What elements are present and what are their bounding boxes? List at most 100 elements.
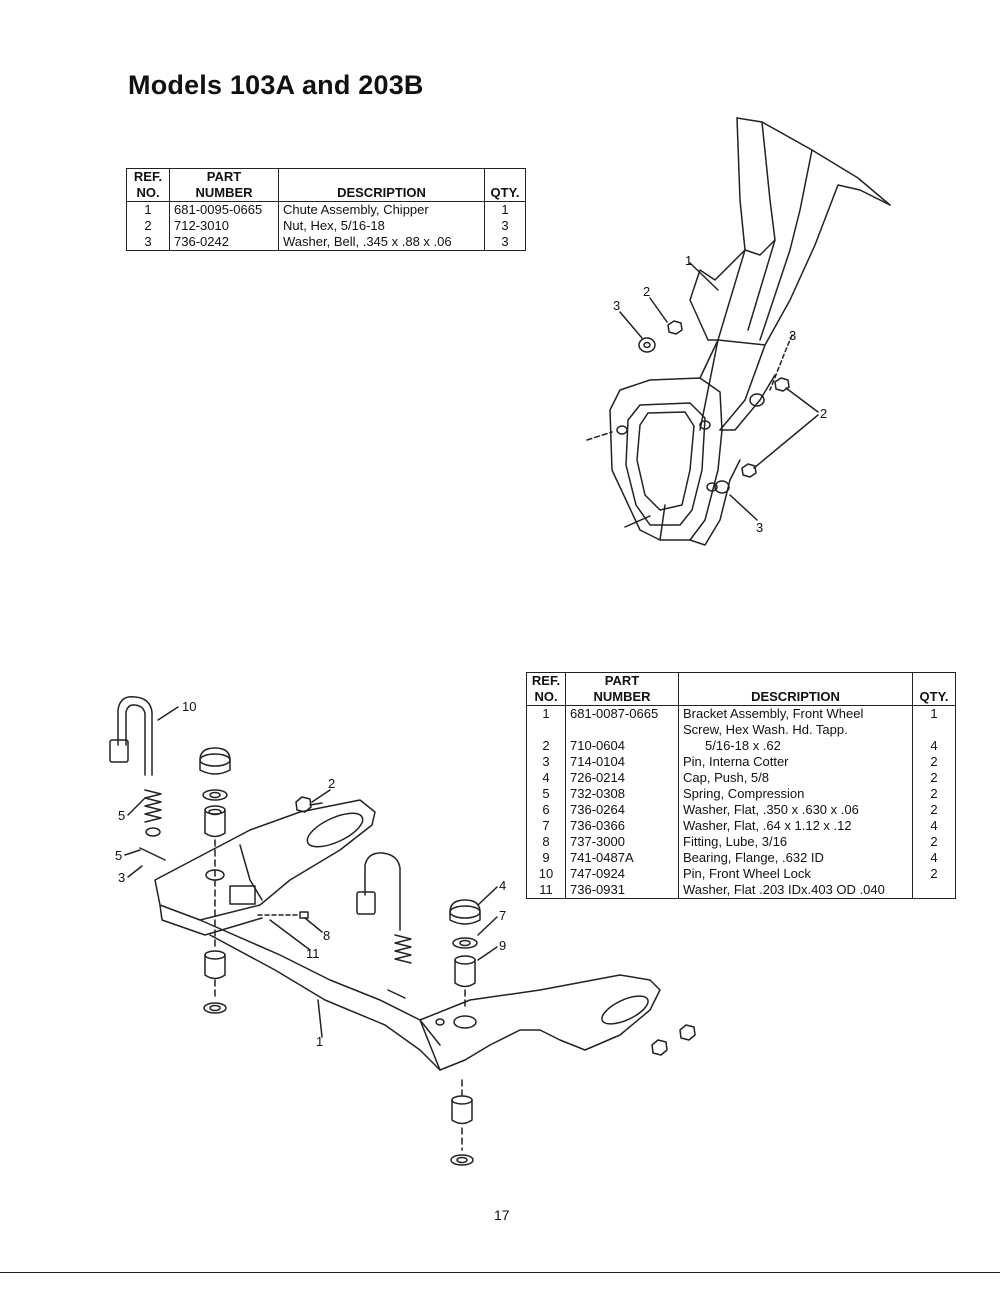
callout-2-nut-right: 2 <box>820 406 827 421</box>
part-number-cell: 736-0366 <box>565 818 679 834</box>
qty-cell: 2 <box>912 770 956 786</box>
description-cell: Screw, Hex Wash. Hd. Tapp.5/16-18 x .62 <box>678 722 913 754</box>
description-cell: Pin, Interna Cotter <box>678 754 913 770</box>
callout-3-cotter: 3 <box>118 870 125 885</box>
description-cell: Cap, Push, 5/8 <box>678 770 913 786</box>
callout-2-screw: 2 <box>328 776 335 791</box>
description-cell: Bearing, Flange, .632 ID <box>678 850 913 866</box>
description-text: Spring, Compression <box>683 786 805 801</box>
qty-cell: 4 <box>912 818 956 834</box>
callout-10-lock-pin: 10 <box>182 699 196 714</box>
part-number-cell: 712-3010 <box>169 218 279 234</box>
qty-cell: 1 <box>912 705 956 722</box>
description-cell: Washer, Flat, .350 x .630 x .06 <box>678 802 913 818</box>
qty-cell <box>912 882 956 899</box>
ref-no-header: REF. NO. <box>526 672 566 706</box>
callout-8-lube-fitting: 8 <box>323 928 330 943</box>
description-text: Pin, Front Wheel Lock <box>683 866 811 881</box>
part-number-cell: 737-3000 <box>565 834 679 850</box>
qty-cell: 1 <box>484 201 526 218</box>
callout-5-spring: 5 <box>118 808 125 823</box>
description-text-continued: 5/16-18 x .62 <box>705 738 781 753</box>
part-number-cell: 747-0924 <box>565 866 679 882</box>
qty-cell: 3 <box>484 234 526 251</box>
callout-1-bracket: 1 <box>316 1034 323 1049</box>
table-row: 1 681-0087-0665 Bracket Assembly, Front Wh… <box>526 705 956 722</box>
description-cell: Washer, Flat .203 IDx.403 OD .040 <box>678 882 913 899</box>
part-number-cell: 736-0931 <box>565 882 679 899</box>
part-number-cell: 741-0487A <box>565 850 679 866</box>
description-text: Washer, Flat, .64 x 1.12 x .12 <box>683 818 852 833</box>
front-wheel-parts-table: REF. NO. PART NUMBER DESCRIPTION QTY. 1 6… <box>526 672 956 899</box>
part-number-cell: 714-0104 <box>565 754 679 770</box>
part-number-header: PART NUMBER <box>565 672 679 706</box>
description-text: Pin, Interna Cotter <box>683 754 789 769</box>
callout-1-chute: 1 <box>685 253 692 268</box>
part-number-cell: 732-0308 <box>565 786 679 802</box>
callout-3-washer-right: 3 <box>789 328 796 343</box>
description-cell: Spring, Compression <box>678 786 913 802</box>
ref-no-cell: 10 <box>526 866 566 882</box>
qty-cell: 2 <box>912 834 956 850</box>
part-number-cell: 710-0604 <box>565 722 679 754</box>
callout-9-bearing: 9 <box>499 938 506 953</box>
part-number-cell: 726-0214 <box>565 770 679 786</box>
qty-cell: 2 <box>912 866 956 882</box>
callout-11-washer: 11 <box>306 946 320 961</box>
page-title: Models 103A and 203B <box>128 70 424 100</box>
qty-cell: 3 <box>484 218 526 234</box>
callout-2-nut: 2 <box>643 284 650 299</box>
callout-3-washer-bottom: 3 <box>756 520 763 535</box>
description-text: Bracket Assembly, Front Wheel <box>683 706 864 721</box>
description-text: Chute Assembly, Chipper <box>283 202 429 217</box>
callout-4-cap: 4 <box>499 878 506 893</box>
description-header: DESCRIPTION <box>678 672 913 706</box>
description-text: Screw, Hex Wash. Hd. Tapp. <box>683 722 848 737</box>
qty-cell: 2 <box>912 754 956 770</box>
part-number-cell: 681-0095-0665 <box>169 201 279 218</box>
callout-3-washer: 3 <box>613 298 620 313</box>
description-cell: Fitting, Lube, 3/16 <box>678 834 913 850</box>
qty-cell: 2 <box>912 802 956 818</box>
chute-assembly-drawing <box>586 117 891 546</box>
part-number-cell: 681-0087-0665 <box>565 705 679 722</box>
description-cell: Washer, Flat, .64 x 1.12 x .12 <box>678 818 913 834</box>
description-text: Nut, Hex, 5/16-18 <box>283 218 385 233</box>
description-cell: Pin, Front Wheel Lock <box>678 866 913 882</box>
description-text: Bearing, Flange, .632 ID <box>683 850 824 865</box>
ref-no-header: REF. NO. <box>126 168 170 202</box>
qty-header: QTY. <box>912 672 956 706</box>
page-number: 17 <box>494 1207 510 1223</box>
bottom-rule <box>0 1272 1000 1273</box>
description-text: Washer, Flat, .350 x .630 x .06 <box>683 802 859 817</box>
description-cell: Washer, Bell, .345 x .88 x .06 <box>278 234 485 251</box>
callout-5-spring-lower: 5 <box>115 848 122 863</box>
description-header: DESCRIPTION <box>278 168 485 202</box>
qty-cell: 2 <box>912 786 956 802</box>
qty-cell: 4 <box>912 850 956 866</box>
qty-cell: 4 <box>912 722 956 754</box>
description-text: Washer, Flat .203 IDx.403 OD .040 <box>683 882 885 897</box>
description-text: Cap, Push, 5/8 <box>683 770 769 785</box>
front-wheel-bracket-drawing <box>109 696 696 1166</box>
callout-7-washer: 7 <box>499 908 506 923</box>
description-text: Washer, Bell, .345 x .88 x .06 <box>283 234 452 249</box>
description-cell: Chute Assembly, Chipper <box>278 201 485 218</box>
qty-header: QTY. <box>484 168 526 202</box>
description-cell: Bracket Assembly, Front Wheel <box>678 705 913 722</box>
